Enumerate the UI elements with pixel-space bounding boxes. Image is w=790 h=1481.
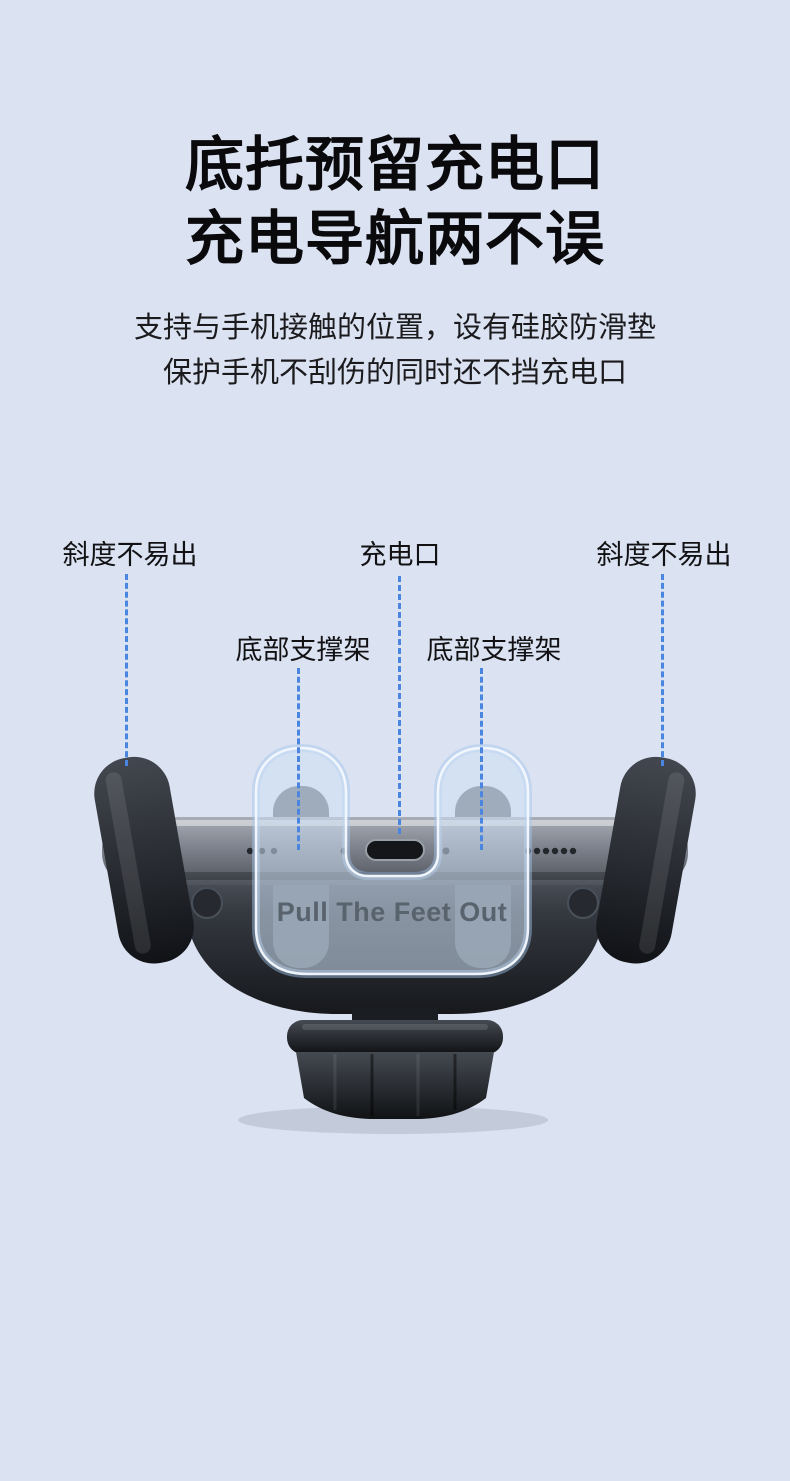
highlight-overlay — [254, 746, 530, 976]
page-title: 底托预留充电口 充电导航两不误 — [0, 128, 790, 277]
hinge-left — [191, 887, 223, 919]
callout-tilt-left: 斜度不易出 — [62, 540, 198, 570]
leader-line-charging-port — [398, 576, 401, 834]
subtitle: 支持与手机接触的位置，设有硅胶防滑垫 保护手机不刮伤的同时还不挡充电口 — [0, 306, 790, 396]
callout-bottom-support-left: 底部支撑架 — [235, 635, 371, 665]
mount-knob — [287, 1008, 503, 1119]
leader-line-tilt-left — [125, 574, 128, 766]
speaker-holes — [524, 847, 577, 855]
highlight-overlay-label: Pull The Feet Out — [276, 897, 508, 927]
hinge-right — [567, 887, 599, 919]
callout-charging-port: 充电口 — [359, 540, 441, 570]
right-grip-arm — [596, 756, 696, 964]
title-line-1: 底托预留充电口 — [184, 132, 605, 198]
callout-bottom-support-right: 底部支撑架 — [426, 635, 562, 665]
title-line-2: 充电导航两不误 — [184, 206, 605, 273]
leader-line-support-right — [480, 668, 483, 850]
callout-tilt-right: 斜度不易出 — [596, 540, 732, 570]
subtitle-line-2: 保护手机不刮伤的同时还不挡充电口 — [162, 356, 627, 389]
subtitle-line-1: 支持与手机接触的位置，设有硅胶防滑垫 — [133, 312, 656, 344]
leader-line-tilt-right — [661, 574, 664, 766]
product-shadow — [238, 1106, 548, 1134]
left-grip-arm — [94, 756, 194, 964]
leader-line-support-left — [297, 668, 300, 850]
charging-port — [365, 839, 425, 861]
